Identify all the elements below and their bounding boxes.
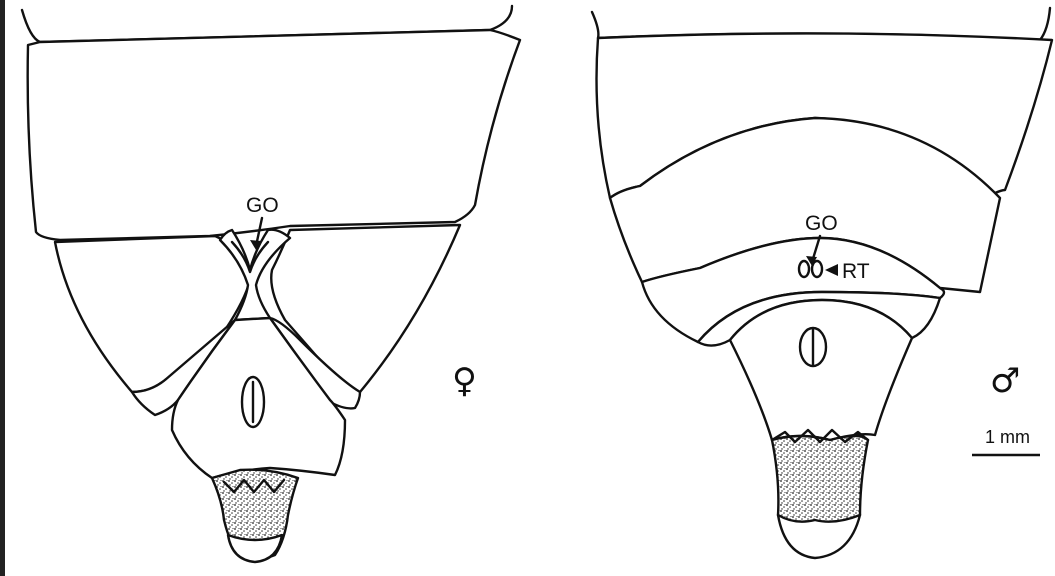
male-subgenital-plate <box>730 300 912 440</box>
male-terminal-tip <box>778 515 860 558</box>
male-abdomen: GO RT ♂ <box>592 8 1052 558</box>
female-abdomen: GO ♀ <box>22 6 520 562</box>
female-go-label: GO <box>246 194 279 217</box>
male-rt-label: RT <box>842 260 870 283</box>
female-symbol: ♀ <box>452 361 477 401</box>
male-terminal-segment <box>772 436 868 526</box>
female-terminal-tip <box>228 535 282 562</box>
male-rt-left <box>799 261 809 277</box>
scale-bar-label: 1 mm <box>985 427 1030 447</box>
male-symbol: ♂ <box>990 361 1020 401</box>
page-edge <box>0 0 5 576</box>
male-rt-right <box>812 261 822 277</box>
scale-bar: 1 mm <box>972 427 1040 455</box>
male-go-label: GO <box>805 212 838 235</box>
